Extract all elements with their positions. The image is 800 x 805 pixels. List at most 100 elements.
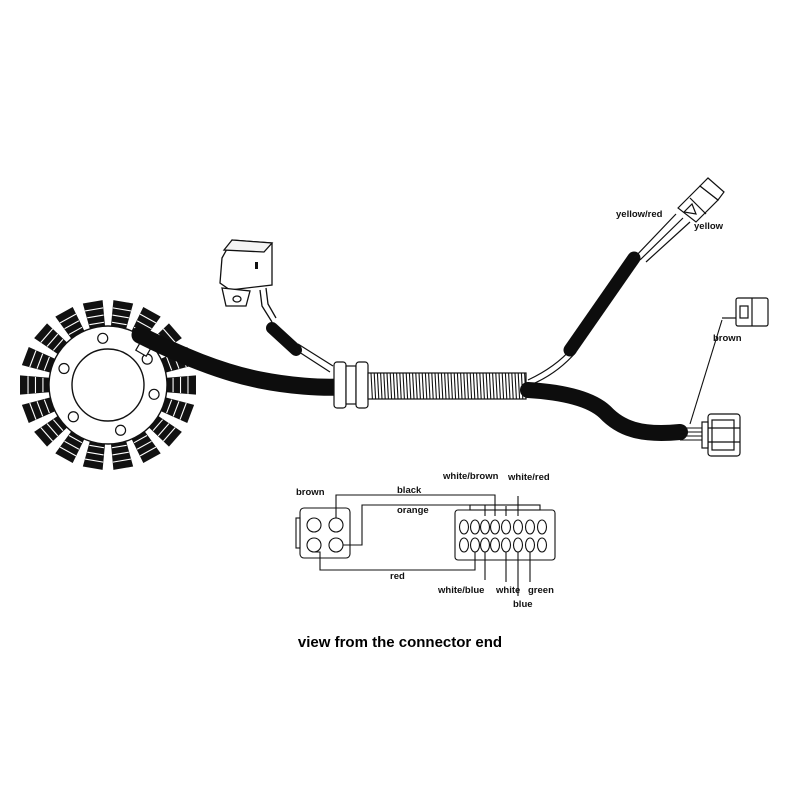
winding-line (87, 314, 104, 319)
winding-line (29, 402, 37, 420)
label-white-red: white/red (508, 472, 550, 483)
winding-line (162, 427, 176, 442)
connector-pin (524, 537, 536, 553)
conduit-rib (453, 372, 457, 400)
connector-pin (458, 519, 470, 535)
conduit-rib (488, 372, 492, 400)
winding-line (85, 458, 104, 463)
mount-hole (67, 411, 79, 423)
winding-line (112, 458, 131, 463)
conduit-rib (415, 372, 418, 400)
connector-pin (512, 519, 524, 535)
conduit-rib (412, 372, 415, 400)
conduit-rib (466, 372, 469, 400)
winding-line (89, 321, 105, 326)
yellow-connector (677, 177, 725, 223)
conduit-rib (456, 372, 460, 400)
winding-line (43, 399, 50, 414)
winding-line (68, 435, 83, 444)
mount-hole (114, 424, 127, 436)
winding-line (46, 423, 59, 437)
winding-line (85, 307, 104, 312)
conduit-rib (380, 372, 383, 400)
winding-line (157, 423, 170, 437)
winding-line (40, 328, 54, 343)
winding-line (59, 313, 77, 324)
winding-line (64, 320, 80, 330)
conduit-rib (424, 372, 428, 400)
conduit-rib (434, 372, 437, 400)
conduit-rib (402, 372, 405, 400)
conduit-rib (383, 372, 386, 400)
conduit-rib (418, 372, 421, 400)
winding-line (52, 339, 64, 351)
winding-line (36, 353, 44, 369)
connector-pin (479, 537, 491, 553)
lower-branch-sleeve (520, 382, 688, 441)
winding-line (29, 350, 37, 368)
conduit-rib (392, 372, 396, 400)
connector-pin (489, 537, 501, 553)
label-yellow: yellow (694, 221, 724, 232)
winding-line (46, 333, 59, 347)
label-red: red (390, 571, 405, 582)
conduit-rib (440, 372, 444, 400)
connector-pins (458, 519, 548, 553)
conduit-rib (495, 372, 498, 400)
conduit-rib (498, 372, 501, 400)
main-sleeve-left (131, 326, 351, 396)
connector-pin (458, 537, 470, 553)
winding-line (112, 314, 129, 319)
mount-hole (141, 353, 153, 365)
pickup-sensor (219, 239, 277, 323)
winding-line (152, 419, 164, 431)
conduit-rib (501, 372, 505, 400)
conduit-rib (437, 372, 441, 400)
conduit-rib (386, 372, 389, 400)
winding-line (112, 307, 131, 312)
conduit-rib (373, 372, 377, 400)
conduit-rib (431, 372, 434, 400)
winding-line (112, 451, 129, 456)
connector-pin (536, 537, 548, 553)
label-white-blue: white/blue (438, 585, 485, 596)
label-black: black (397, 485, 422, 496)
conduit-rib (396, 372, 399, 400)
connector-pin (479, 519, 491, 535)
main-connector (701, 413, 741, 457)
conduit-rib (469, 372, 473, 400)
conduit-rib (450, 372, 453, 400)
winding-line (133, 435, 148, 444)
label-pin-brown: brown (296, 487, 325, 498)
conduit-rib (460, 372, 463, 400)
winding-line (139, 313, 157, 324)
grommet (333, 361, 369, 409)
diagram-caption: view from the connector end (297, 634, 503, 651)
winding-line (89, 444, 105, 449)
conduit-rib (476, 372, 479, 400)
conduit-rib (428, 372, 431, 400)
winding-line (111, 321, 127, 326)
conduit-rib (485, 372, 489, 400)
brown-connector (722, 297, 769, 327)
winding-line (166, 399, 173, 414)
winding-line (166, 356, 173, 371)
upper-branch-sleeve (563, 251, 641, 357)
winding-line (136, 320, 152, 330)
conduit-rib (408, 372, 412, 400)
winding-line (139, 446, 157, 457)
conduit-rib (370, 372, 373, 400)
sensor-sleeve (266, 322, 302, 356)
conduit-rib (463, 372, 466, 400)
connector-pin (512, 537, 524, 553)
conduit-rib (492, 372, 495, 400)
corrugated-conduit (367, 372, 527, 400)
stator-coil (20, 300, 196, 470)
label-blue: blue (513, 599, 533, 610)
conduit-rib (517, 372, 521, 400)
conduit-rib (482, 372, 485, 400)
winding-line (52, 419, 64, 431)
winding-line (64, 440, 80, 450)
